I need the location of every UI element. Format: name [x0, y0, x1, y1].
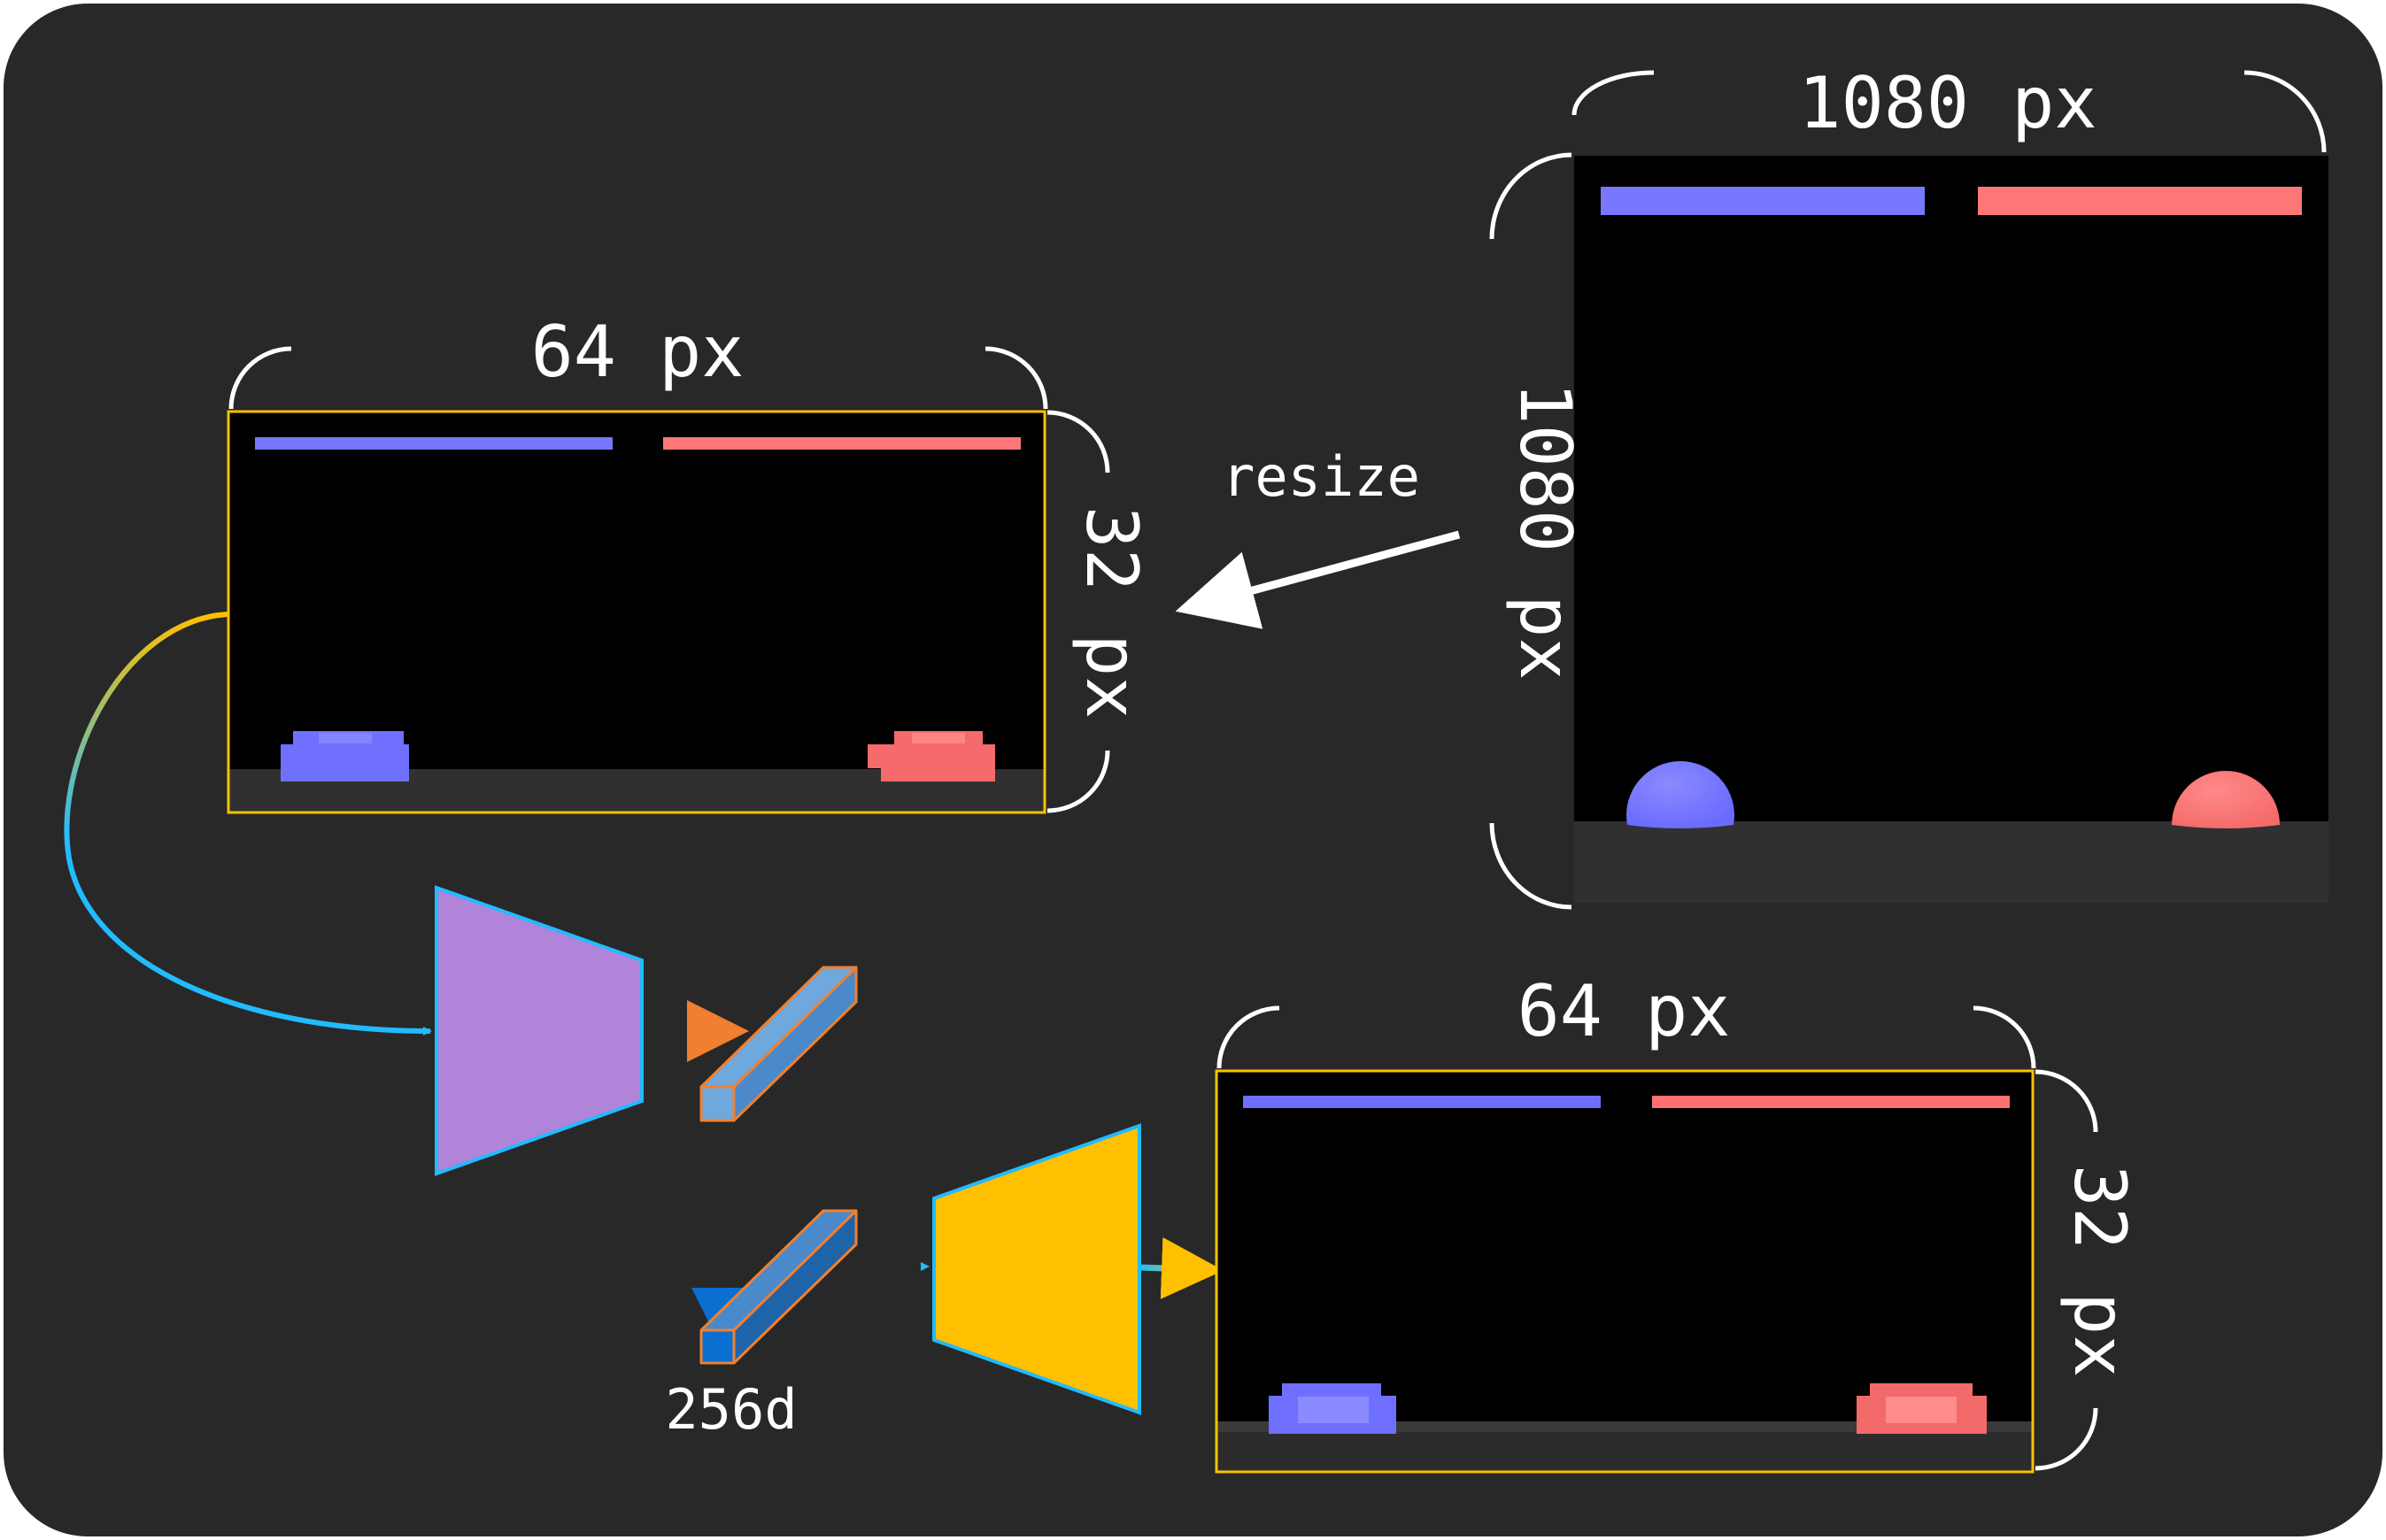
- large-width-brace: [1571, 70, 2327, 153]
- trapezoid-decoder-icon: [932, 1123, 1141, 1415]
- output-width-brace: [1216, 1005, 2036, 1069]
- output-width-label: 64 px: [1517, 970, 1731, 1052]
- large-blue-score-bar: [1601, 187, 1925, 215]
- small-red-player: [868, 731, 995, 782]
- resize-arrow: [1175, 530, 1461, 629]
- large-width-label: 1080 px: [1798, 62, 2096, 144]
- small-blue-player: [281, 731, 409, 782]
- large-red-player: [2172, 771, 2280, 828]
- large-height-brace: [1489, 152, 1572, 910]
- output-height-brace: [2035, 1069, 2098, 1471]
- large-height-label: 1080 px: [1504, 381, 1587, 680]
- output-frame: [1215, 1069, 2035, 1474]
- output-height-label: 32 px: [2058, 1165, 2141, 1378]
- latent-dimension-label: 256d: [665, 1377, 797, 1442]
- small-width-brace: [228, 346, 1048, 410]
- large-red-score-bar: [1978, 187, 2302, 215]
- input-to-encoder-arrow: [64, 612, 432, 1036]
- small-input-frame: [227, 410, 1046, 814]
- output-red-score-bar: [1652, 1096, 2010, 1108]
- small-blue-score-bar: [255, 437, 613, 450]
- trapezoid-encoder-icon: [435, 885, 644, 1176]
- large-game-frame: [1574, 156, 2328, 903]
- decoder-to-output-arrow: [1139, 1236, 1224, 1299]
- large-blue-player: [1625, 760, 1735, 828]
- small-width-label: 64 px: [531, 311, 745, 393]
- bar-vector-lower-icon: [699, 1209, 858, 1365]
- small-red-score-bar: [663, 437, 1021, 450]
- bar-vector-icon: [699, 966, 858, 1122]
- resize-label: resize: [1222, 444, 1420, 509]
- large-floor: [1574, 821, 2328, 903]
- small-height-brace: [1046, 410, 1110, 813]
- output-blue-score-bar: [1243, 1096, 1601, 1108]
- small-height-label: 32 px: [1070, 506, 1153, 720]
